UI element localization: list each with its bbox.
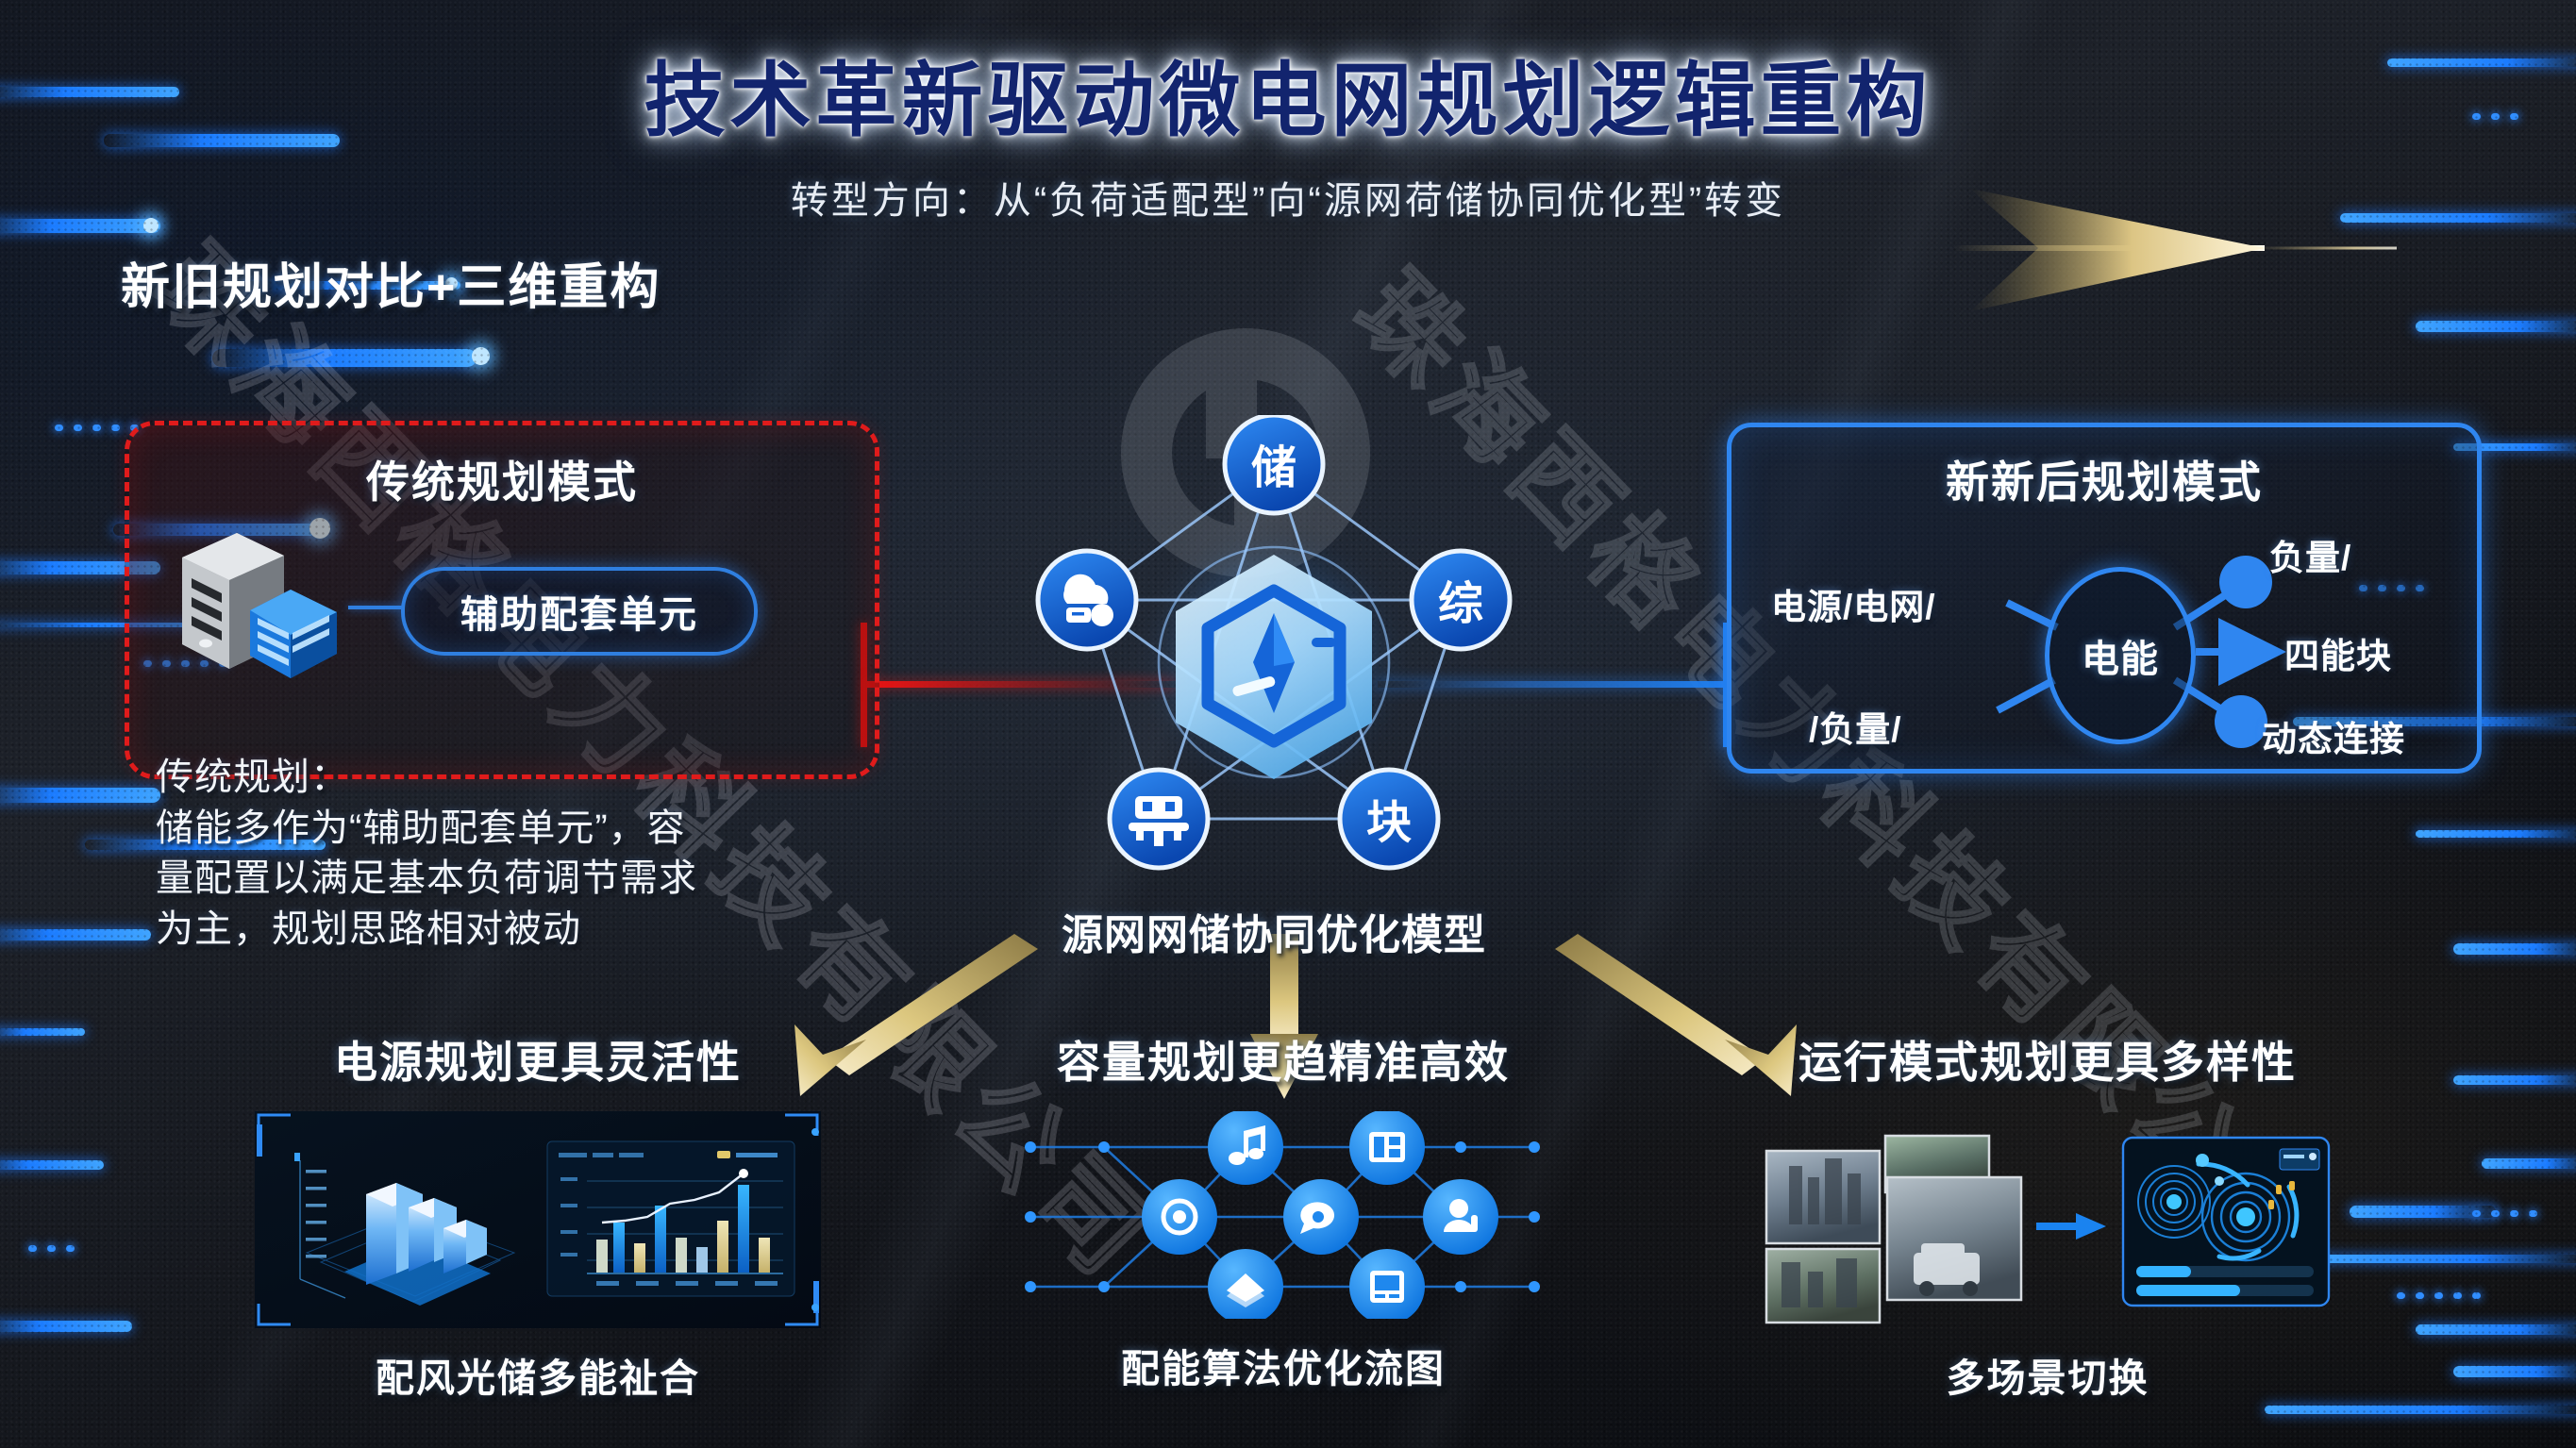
scene-photos-to-radar-panel-art: [1736, 1111, 2359, 1333]
left-connector-line: [864, 681, 1176, 688]
body-line-1: 传统规划：: [156, 757, 349, 798]
new-label-load-lower: /负量/: [1809, 710, 1902, 749]
svg-text:块: 块: [1366, 798, 1412, 848]
right-connector-stub: [1723, 623, 1730, 747]
svg-text:储: 储: [1251, 443, 1296, 493]
svg-text:综: 综: [1438, 579, 1483, 629]
traditional-planning-title: 传统规划模式: [366, 458, 638, 507]
card-1-title: 电源规划更具灵活性: [334, 1038, 742, 1087]
new-planning-title: 新新后规划模式: [1946, 458, 2263, 507]
new-label-source-grid: 电源/电网/: [1771, 588, 1936, 626]
pill-connector-line: [348, 606, 403, 609]
card-2-title: 容量规划更趋精准高效: [1057, 1038, 1510, 1087]
new-label-four-blocks: 四能块: [2284, 637, 2392, 675]
gold-chevron-arrow-right-icon: [1953, 170, 2444, 330]
body-line-4: 为主，规划思路相对被动: [156, 907, 581, 950]
traditional-planning-panel: 传统规划模式: [125, 421, 879, 779]
body-line-3: 量配置以满足基本负荷调节需求: [156, 857, 697, 900]
page-title: 技术革新驱动微电网规划逻辑重构: [644, 56, 1932, 146]
traditional-planning-body: 传统规划： 储能多作为“辅助配套单元”，容 量配置以满足基本负荷调节需求 为主，…: [156, 753, 873, 955]
card-2-caption: 配能算法优化流图: [1121, 1347, 1446, 1390]
electric-energy-hub: 电能: [2045, 567, 2196, 744]
card-operation-mode: 运行模式规划更具多样性: [1736, 1028, 2359, 1403]
card-1-caption: 配风光储多能祉合: [376, 1356, 700, 1400]
card-power-planning: 电源规划更具灵活性: [236, 1028, 840, 1403]
auxiliary-unit-label: 辅助配套单元: [460, 594, 698, 636]
collaborative-optimization-pentagon: 储 综 块: [1010, 412, 1538, 906]
node-network-flow-diagram-art: [991, 1109, 1576, 1324]
electric-energy-label: 电能: [2082, 639, 2159, 680]
card-capacity-planning: 容量规划更趋精准高效: [991, 1028, 1576, 1393]
right-connector-line: [1378, 681, 1729, 688]
pentagon-caption: 源网网储协同优化模型: [1062, 912, 1486, 958]
3d-bar-chart-dashboard-art: [236, 1111, 840, 1333]
gold-fan-arrows: [736, 934, 1906, 1108]
new-planning-panel: 新新后规划模式 电能 电源/电网/ /负量/ 负量/ 四能块 动态连接: [1727, 423, 2482, 774]
card-3-title: 运行模式规划更具多样性: [1798, 1038, 2297, 1087]
section-label: 新旧规划对比+三维重构: [121, 260, 661, 315]
server-stack-icon: [163, 520, 343, 685]
auxiliary-unit-pill[interactable]: 辅助配套单元: [401, 567, 758, 656]
new-label-dynamic-link: 动态连接: [2262, 720, 2405, 758]
card-3-caption: 多场景切换: [1946, 1356, 2149, 1400]
new-label-load-upper: 负量/: [2269, 539, 2352, 577]
body-line-2: 储能多作为“辅助配套单元”，容: [156, 807, 686, 849]
page-subtitle: 转型方向：从“负荷适配型”向“源网荷储协同优化型”转变: [790, 180, 1786, 222]
left-connector-stub: [861, 623, 867, 747]
